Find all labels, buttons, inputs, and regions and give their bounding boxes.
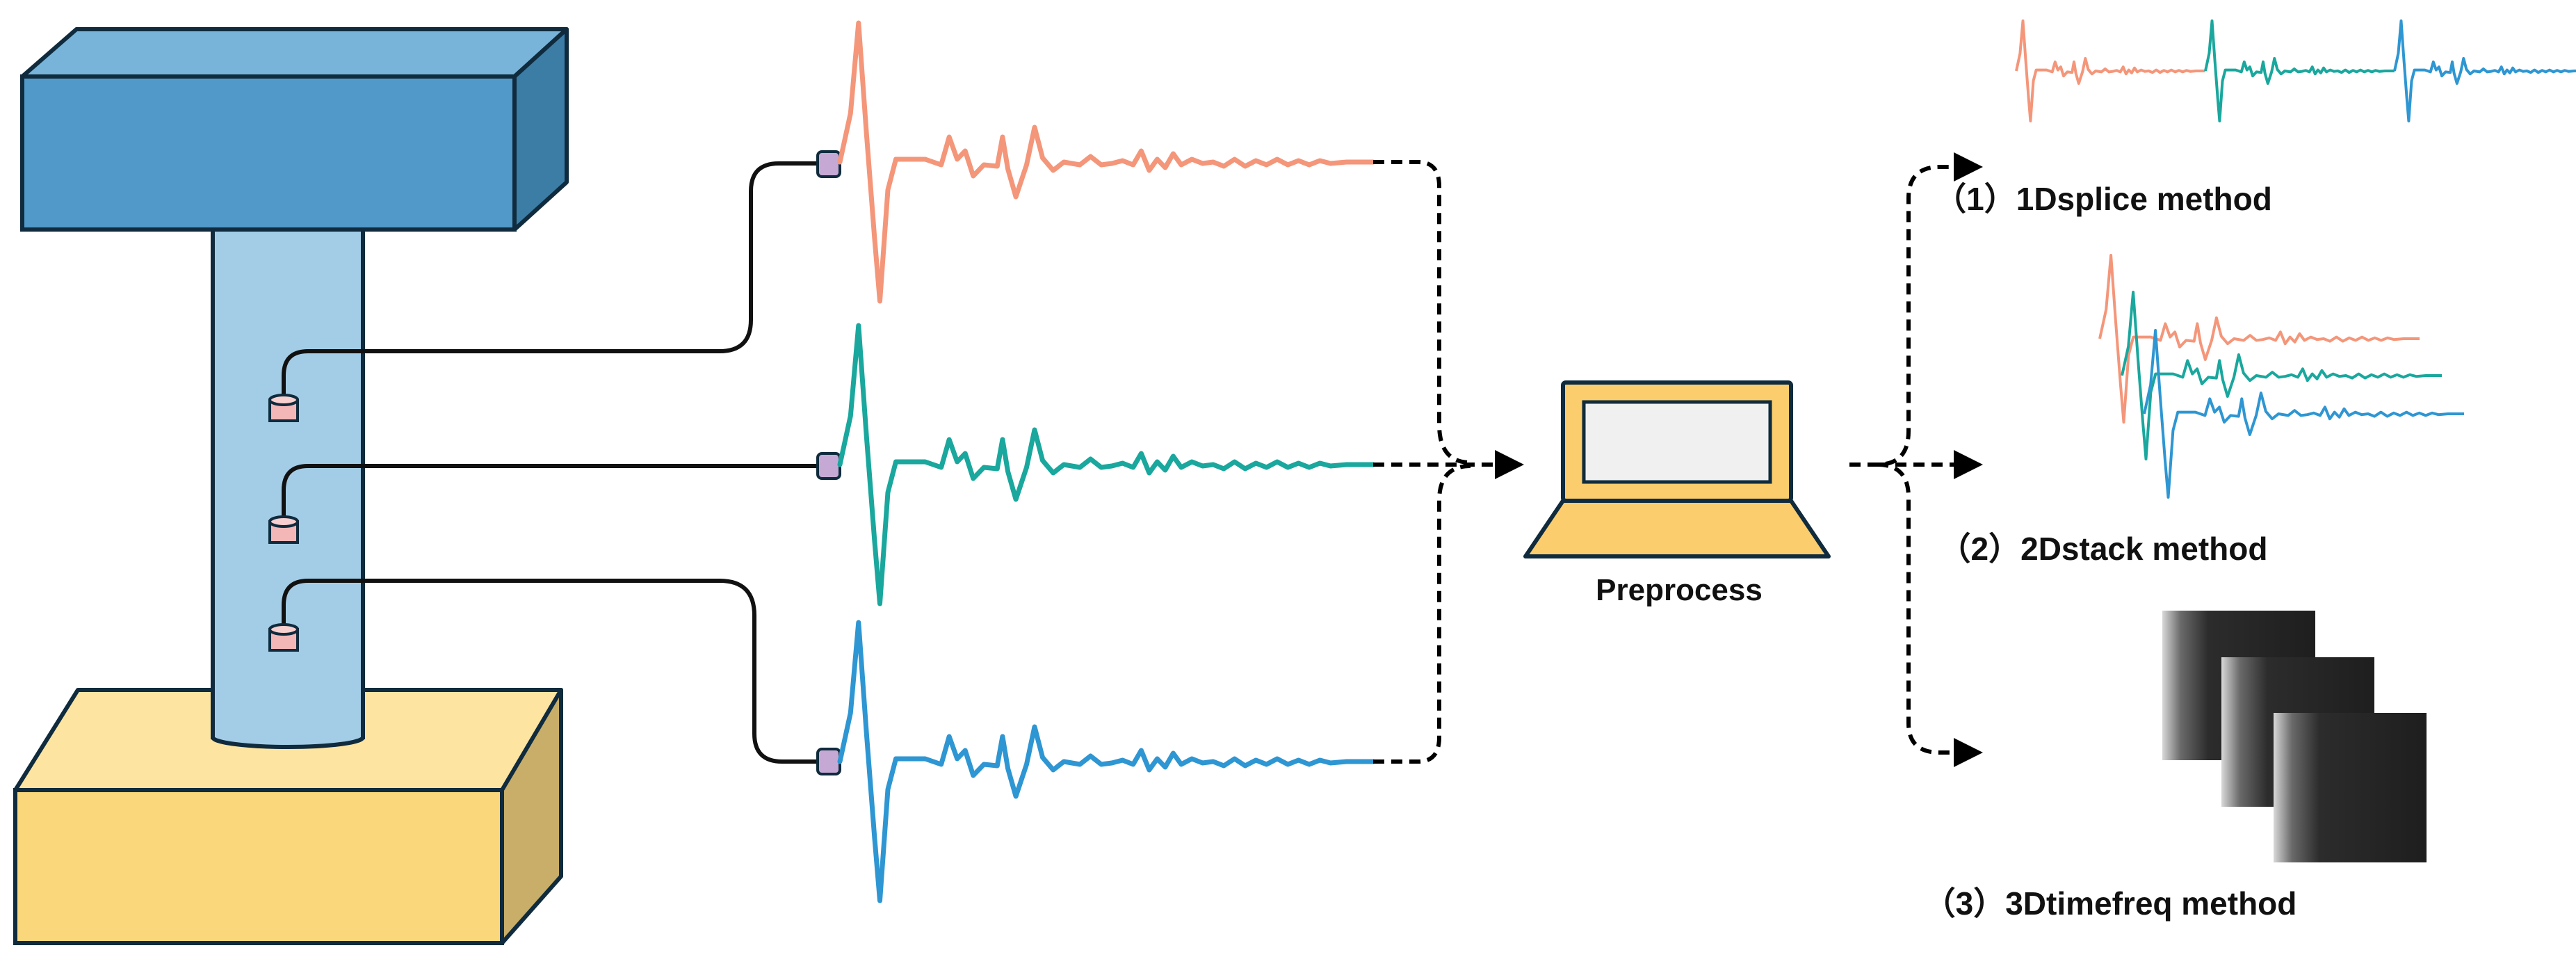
branch-line-3 xyxy=(1877,463,1983,767)
column-sensors xyxy=(268,394,299,652)
merge-connectors xyxy=(1373,160,1524,764)
signal-waveform-3 xyxy=(837,620,1376,903)
branch-line-1 xyxy=(1849,152,1983,467)
column-sensor-3 xyxy=(268,623,299,652)
top-block-top-face xyxy=(20,27,569,79)
column-structure xyxy=(13,27,569,945)
splice-segment-3 xyxy=(2393,19,2576,122)
cable-3 xyxy=(282,579,823,764)
waveform-stack-icon xyxy=(2098,254,2464,499)
method-2-label: （2）2Dstack method xyxy=(1939,531,2268,567)
method-3-label: （3）3Dtimefreq method xyxy=(1924,885,2297,922)
cable-2 xyxy=(282,464,823,524)
merge-line-3 xyxy=(1373,464,1471,764)
cable-1 xyxy=(282,161,823,402)
signal-waveform-2 xyxy=(837,323,1376,606)
column-body-patch xyxy=(215,723,361,737)
signal-waveforms xyxy=(837,20,1376,903)
splice-segment-1 xyxy=(2015,19,2205,122)
preprocess-label: Preprocess xyxy=(1596,573,1763,607)
stack-waveform-2 xyxy=(2121,291,2442,460)
signal-waveform-1 xyxy=(837,20,1376,304)
waveform-splice-icon xyxy=(2015,19,2576,122)
top-block-front-face xyxy=(20,74,517,232)
stack-waveform-3 xyxy=(2143,329,2464,499)
column-sensor-2 xyxy=(268,515,299,544)
merge-line-1 xyxy=(1373,160,1471,465)
connector-1 xyxy=(816,150,841,178)
base-front-face xyxy=(13,788,504,945)
signal-connectors xyxy=(816,150,841,775)
method-1-label: （1）1Dsplice method xyxy=(1934,181,2272,217)
column-sensor-1 xyxy=(268,394,299,422)
timefreq-image-stack-icon xyxy=(2162,611,2427,862)
splice-segment-2 xyxy=(2204,19,2395,122)
sensor-cables xyxy=(282,161,823,764)
timefreq-image-1 xyxy=(2274,713,2427,862)
laptop-icon xyxy=(1523,380,1831,558)
connector-3 xyxy=(816,748,841,775)
connector-2 xyxy=(816,452,841,480)
branch-connectors xyxy=(1849,152,1983,767)
